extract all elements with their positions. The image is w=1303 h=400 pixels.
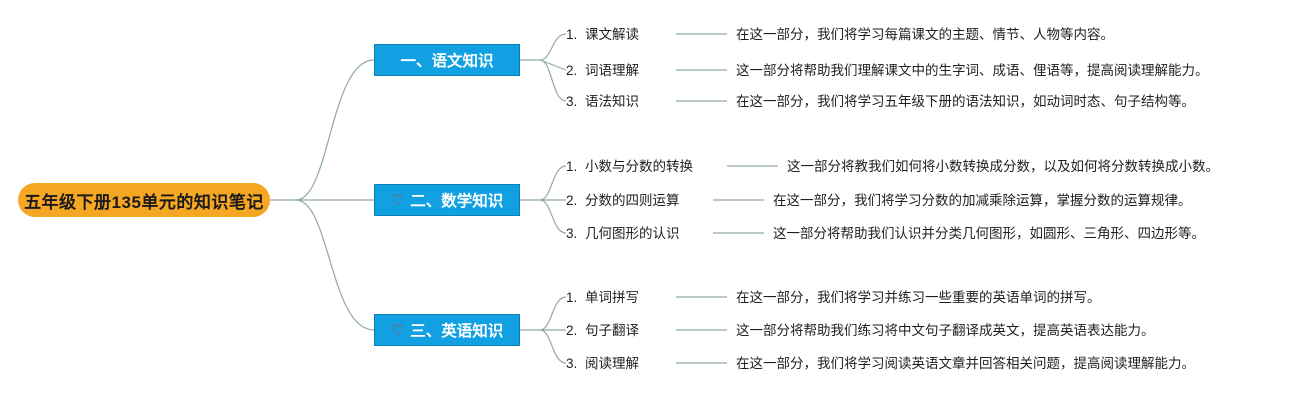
leaf-desc-2-2: 在这一部分，我们将学习分数的加减乘除运算，掌握分数的运算规律。: [773, 193, 1192, 208]
leaf-desc-3-3: 在这一部分，我们将学习阅读英语文章并回答相关问题，提高阅读理解能力。: [736, 356, 1195, 371]
branch-node-3[interactable]: ♡ 三、英语知识: [374, 314, 520, 346]
leaf-desc-2-1: 这一部分将教我们如何将小数转换成分数，以及如何将分数转换成小数。: [787, 159, 1219, 174]
leaf-text-1-1: 课文解读: [585, 27, 640, 42]
leaf-title-1-3[interactable]: 3. 语法知识: [566, 95, 639, 109]
leaf-index-1-3: 3.: [566, 94, 578, 109]
leaf-title-2-1[interactable]: 1. 小数与分数的转换: [566, 160, 693, 174]
heart-icon: ♡: [390, 191, 405, 209]
branch-label-2: 二、数学知识: [410, 193, 504, 210]
branch-node-1[interactable]: 一、语文知识: [374, 44, 520, 76]
leaf-index-3-2: 2.: [566, 323, 578, 338]
branch-label-1: 一、语文知识: [400, 53, 494, 70]
leaf-text-1-3: 语法知识: [585, 94, 640, 109]
leaf-index-3-3: 3.: [566, 356, 578, 371]
leaf-desc-2-3: 这一部分将帮助我们认识并分类几何图形，如圆形、三角形、四边形等。: [773, 226, 1205, 241]
leaf-text-2-3: 几何图形的认识: [585, 226, 680, 241]
leaf-title-1-2[interactable]: 2. 词语理解: [566, 64, 639, 78]
root-label: 五年级下册135单元的知识笔记: [24, 192, 264, 212]
branch-label-3: 三、英语知识: [410, 323, 504, 340]
leaf-text-1-2: 词语理解: [585, 63, 640, 78]
leaf-text-3-1: 单词拼写: [585, 290, 640, 305]
leaf-index-1-1: 1.: [566, 27, 578, 42]
leaf-desc-3-1: 在这一部分，我们将学习并练习一些重要的英语单词的拼写。: [736, 290, 1101, 305]
leaf-title-2-3[interactable]: 3. 几何图形的认识: [566, 227, 680, 241]
branch-node-2[interactable]: ♡ 二、数学知识: [374, 184, 520, 216]
leaf-text-3-2: 句子翻译: [585, 323, 640, 338]
heart-icon: ♡: [390, 321, 405, 339]
leaf-text-2-2: 分数的四则运算: [585, 193, 680, 208]
leaf-title-3-1[interactable]: 1. 单词拼写: [566, 291, 639, 305]
leaf-title-1-1[interactable]: 1. 课文解读: [566, 28, 639, 42]
leaf-index-2-1: 1.: [566, 159, 578, 174]
leaf-desc-1-1: 在这一部分，我们将学习每篇课文的主题、情节、人物等内容。: [736, 27, 1114, 42]
leaf-title-3-2[interactable]: 2. 句子翻译: [566, 324, 639, 338]
leaf-text-3-3: 阅读理解: [585, 356, 640, 371]
leaf-index-1-2: 2.: [566, 63, 578, 78]
leaf-desc-1-3: 在这一部分，我们将学习五年级下册的语法知识，如动词时态、句子结构等。: [736, 94, 1195, 109]
leaf-index-2-2: 2.: [566, 193, 578, 208]
root-node[interactable]: 五年级下册135单元的知识笔记: [18, 183, 270, 217]
leaf-index-3-1: 1.: [566, 290, 578, 305]
leaf-text-2-1: 小数与分数的转换: [585, 159, 694, 174]
leaf-index-2-3: 3.: [566, 226, 578, 241]
leaf-desc-1-2: 这一部分将帮助我们理解课文中的生字词、成语、俚语等，提高阅读理解能力。: [736, 63, 1209, 78]
leaf-desc-3-2: 这一部分将帮助我们练习将中文句子翻译成英文，提高英语表达能力。: [736, 323, 1155, 338]
leaf-title-2-2[interactable]: 2. 分数的四则运算: [566, 194, 680, 208]
leaf-title-3-3[interactable]: 3. 阅读理解: [566, 357, 639, 371]
